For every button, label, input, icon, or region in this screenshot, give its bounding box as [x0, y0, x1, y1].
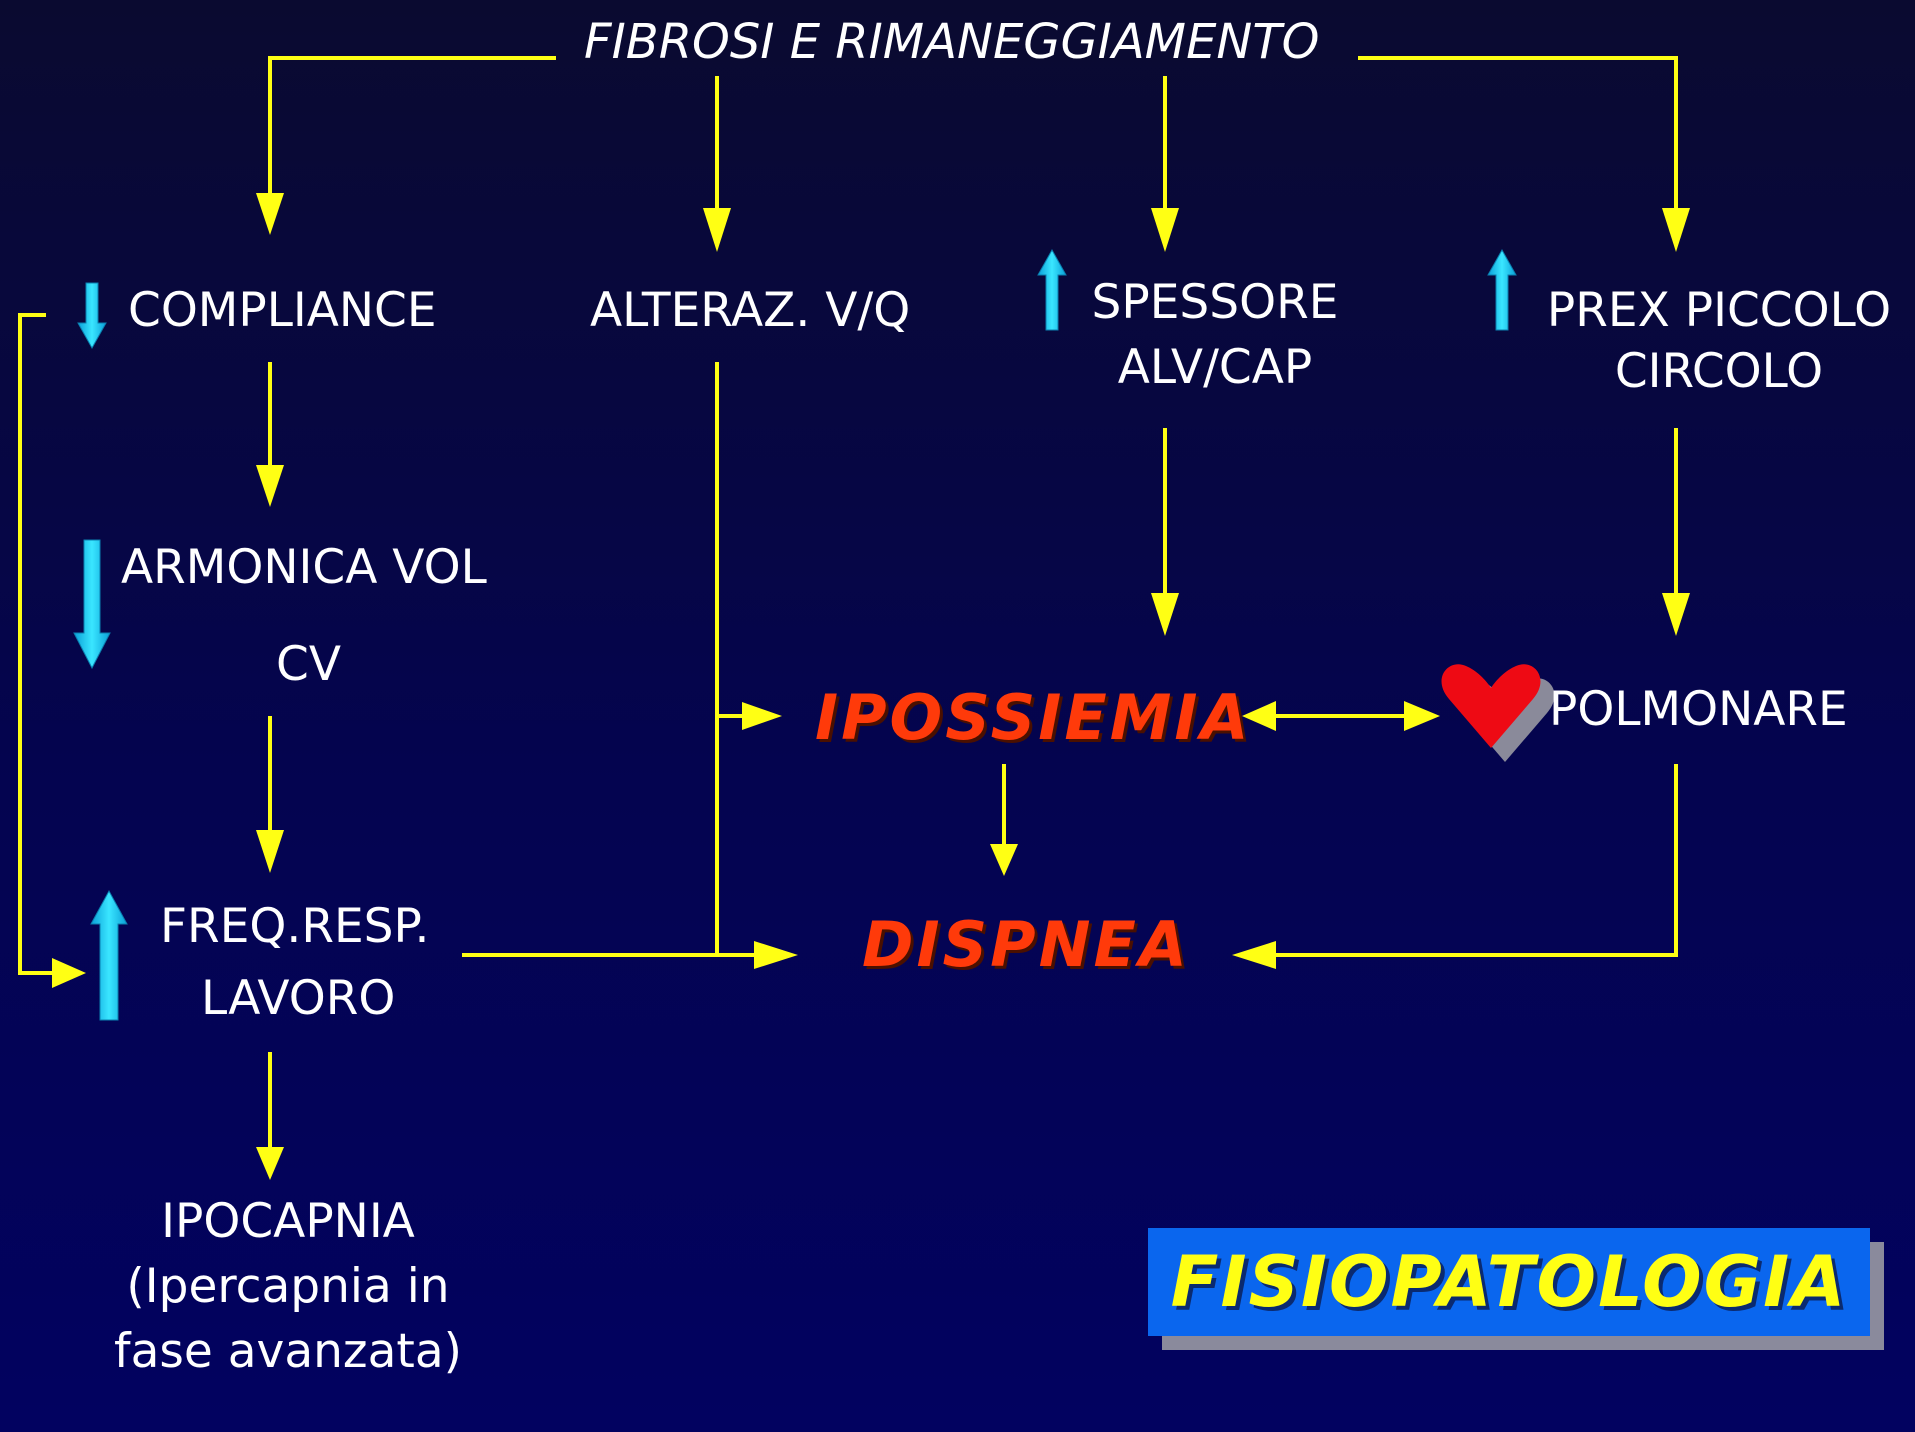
node-spessore: SPESSORE ALV/CAP: [1080, 272, 1350, 398]
arrowhead-freq: [256, 830, 284, 873]
arrowhead-prex-polmonare: [1662, 593, 1690, 636]
node-lavoro: LAVORO: [201, 971, 396, 1026]
arrowhead-armonica: [256, 465, 284, 507]
title-box: FISIOPATOLOGIA: [1148, 1228, 1870, 1336]
node-cv: CV: [276, 637, 341, 692]
down-arrow-icon: [73, 539, 111, 670]
node-spessore-line1: SPESSORE: [1091, 275, 1339, 330]
up-arrow-icon: [1487, 248, 1517, 331]
arrowhead-alteraz-iposs: [742, 702, 782, 730]
compliance-loop-to-freq: [18, 313, 58, 975]
top-bracket-right: [1358, 56, 1678, 215]
arrowhead-prex: [1662, 208, 1690, 252]
node-spessore-line2: ALV/CAP: [1117, 340, 1313, 396]
arrowhead-compliance: [256, 193, 284, 235]
node-prex: PREX PICCOLO CIRCOLO: [1534, 280, 1904, 402]
node-compliance: COMPLIANCE: [128, 283, 437, 338]
arrowhead-spessore: [1151, 208, 1179, 252]
node-prex-line2: CIRCOLO: [1614, 344, 1824, 400]
node-freq-resp: FREQ.RESP.: [160, 899, 430, 954]
node-ipocapnia: IPOCAPNIA (Ipercapnia in fase avanzata): [100, 1190, 476, 1385]
arrowhead-dispnea-right: [1232, 941, 1276, 969]
arrowhead-dispnea-left: [754, 941, 798, 969]
node-polmonare: POLMONARE: [1549, 682, 1848, 737]
top-bracket-left: [268, 56, 556, 198]
node-alteraz-vq: ALTERAZ. V/Q: [590, 283, 911, 338]
arrowhead-double-left: [1242, 701, 1276, 731]
arrowhead-double-right: [1404, 701, 1440, 731]
up-arrow-icon: [90, 889, 128, 1021]
polmonare-to-dispnea: [1270, 764, 1678, 957]
heart-icon: [1441, 664, 1555, 762]
arrowhead-loop: [52, 958, 86, 988]
up-arrow-icon: [1037, 248, 1067, 331]
arrowhead-ipocapnia: [256, 1147, 284, 1180]
down-arrow-icon: [77, 282, 107, 350]
node-ipocapnia-line2: (Ipercapnia in: [126, 1258, 450, 1314]
slide-title: FISIOPATOLOGIA: [1170, 1241, 1848, 1323]
node-ipocapnia-line1: IPOCAPNIA: [161, 1194, 415, 1249]
top-title: FIBROSI E RIMANEGGIAMENTO: [584, 14, 1320, 70]
node-prex-line1: PREX PICCOLO: [1546, 283, 1892, 338]
arrowhead-spessore-iposs: [1151, 593, 1179, 636]
node-dispnea: DISPNEA: [862, 908, 1190, 981]
arrowhead-iposs-dispnea: [990, 844, 1018, 876]
arrowhead-alteraz: [703, 208, 731, 252]
node-armonica: ARMONICA VOL: [121, 540, 487, 595]
node-ipossiemia: IPOSSIEMIA: [815, 681, 1252, 754]
node-ipocapnia-line3: fase avanzata): [114, 1323, 462, 1379]
